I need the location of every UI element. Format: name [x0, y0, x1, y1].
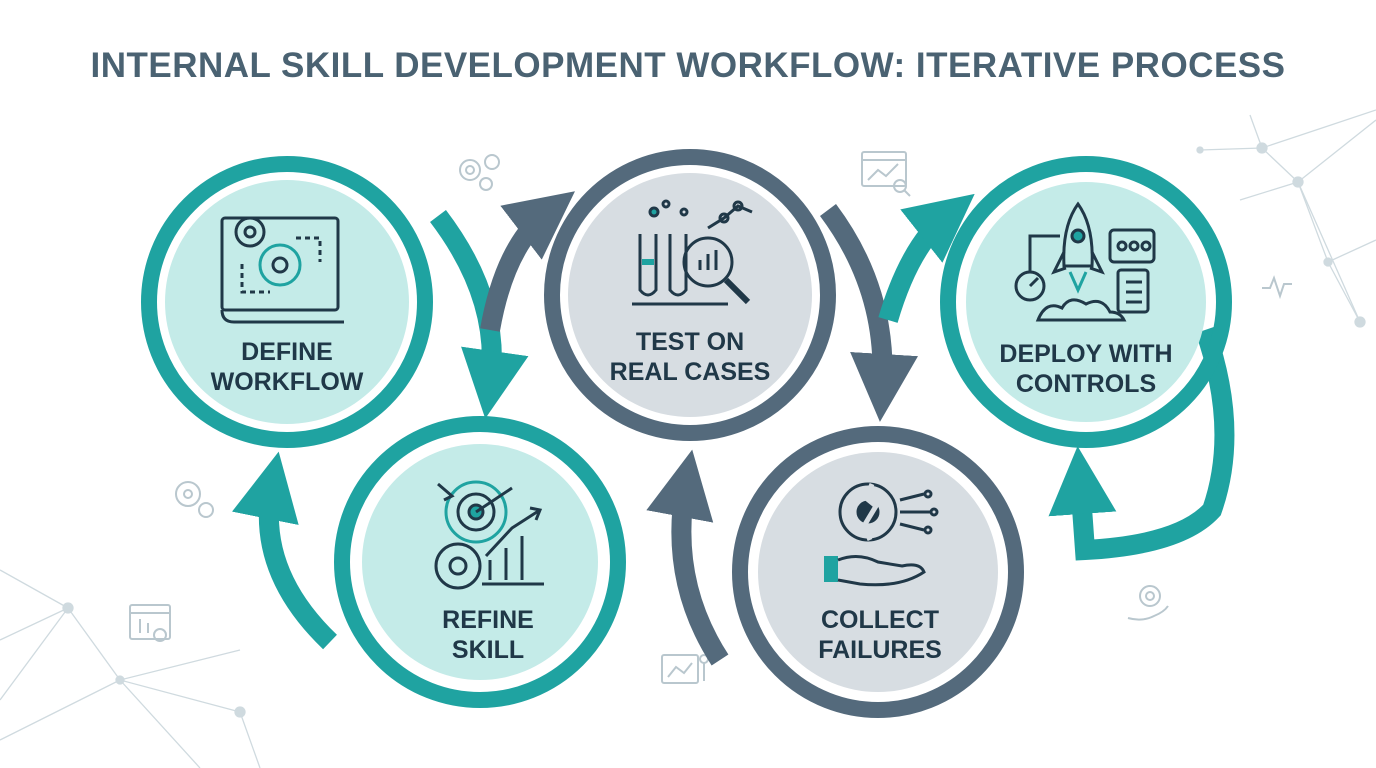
- connector-refine-to-define-arrow: [232, 451, 337, 650]
- gear-hand-decor-icon: [1127, 585, 1169, 621]
- step-deploy-line1: DEPLOY WITH: [999, 340, 1172, 368]
- connector-refine-to-test-arrow: [480, 191, 575, 332]
- step-collect-line1: COLLECT: [821, 606, 939, 634]
- step-define-line2: WORKFLOW: [211, 368, 364, 396]
- step-define-line1: DEFINE: [241, 338, 333, 366]
- blueprint-gears-icon: [220, 216, 344, 324]
- presentation-decor-icon: [661, 654, 709, 684]
- gears-decor-icon: [459, 154, 500, 191]
- step-deploy-controls: DEPLOY WITH CONTROLS: [940, 156, 1232, 448]
- step-deploy-line2: CONTROLS: [1016, 370, 1156, 398]
- step-refine-skill: REFINE SKILL: [334, 416, 626, 708]
- network-decoration-top-right: [1196, 109, 1376, 328]
- step-test-line2: REAL CASES: [610, 358, 771, 386]
- test-tubes-magnifier-icon: [632, 199, 753, 306]
- step-collect-line2: FAILURES: [818, 636, 942, 664]
- step-collect-failures: COLLECT FAILURES: [732, 426, 1024, 718]
- connector-deploy-to-collect-arrow: [1048, 326, 1235, 561]
- connector-collect-to-test-arrow: [646, 449, 729, 666]
- step-define-workflow: DEFINE WORKFLOW: [141, 156, 433, 448]
- page-title: INTERNAL SKILL DEVELOPMENT WORKFLOW: ITE…: [90, 46, 1286, 85]
- connector-define-to-refine-arrow: [430, 209, 529, 419]
- broken-gear-hand-icon: [824, 482, 939, 587]
- step-test-real-cases: TEST ON REAL CASES: [544, 149, 836, 441]
- step-refine-line2: SKILL: [452, 636, 524, 664]
- pulse-decor-icon: [1262, 275, 1292, 300]
- rocket-dashboard-icon: [1014, 201, 1156, 322]
- browser-lab-decor-icon: [129, 604, 171, 642]
- gears-decor-icon: [175, 481, 214, 518]
- browser-chart-decor-icon: [861, 151, 911, 197]
- network-decoration-bottom-left: [0, 569, 261, 768]
- step-refine-line1: REFINE: [442, 606, 534, 634]
- connector-collect-to-deploy-arrow: [878, 193, 975, 323]
- target-growth-chart-icon: [434, 480, 544, 590]
- connector-test-to-collect-arrow: [819, 204, 919, 422]
- step-test-line1: TEST ON: [636, 328, 744, 356]
